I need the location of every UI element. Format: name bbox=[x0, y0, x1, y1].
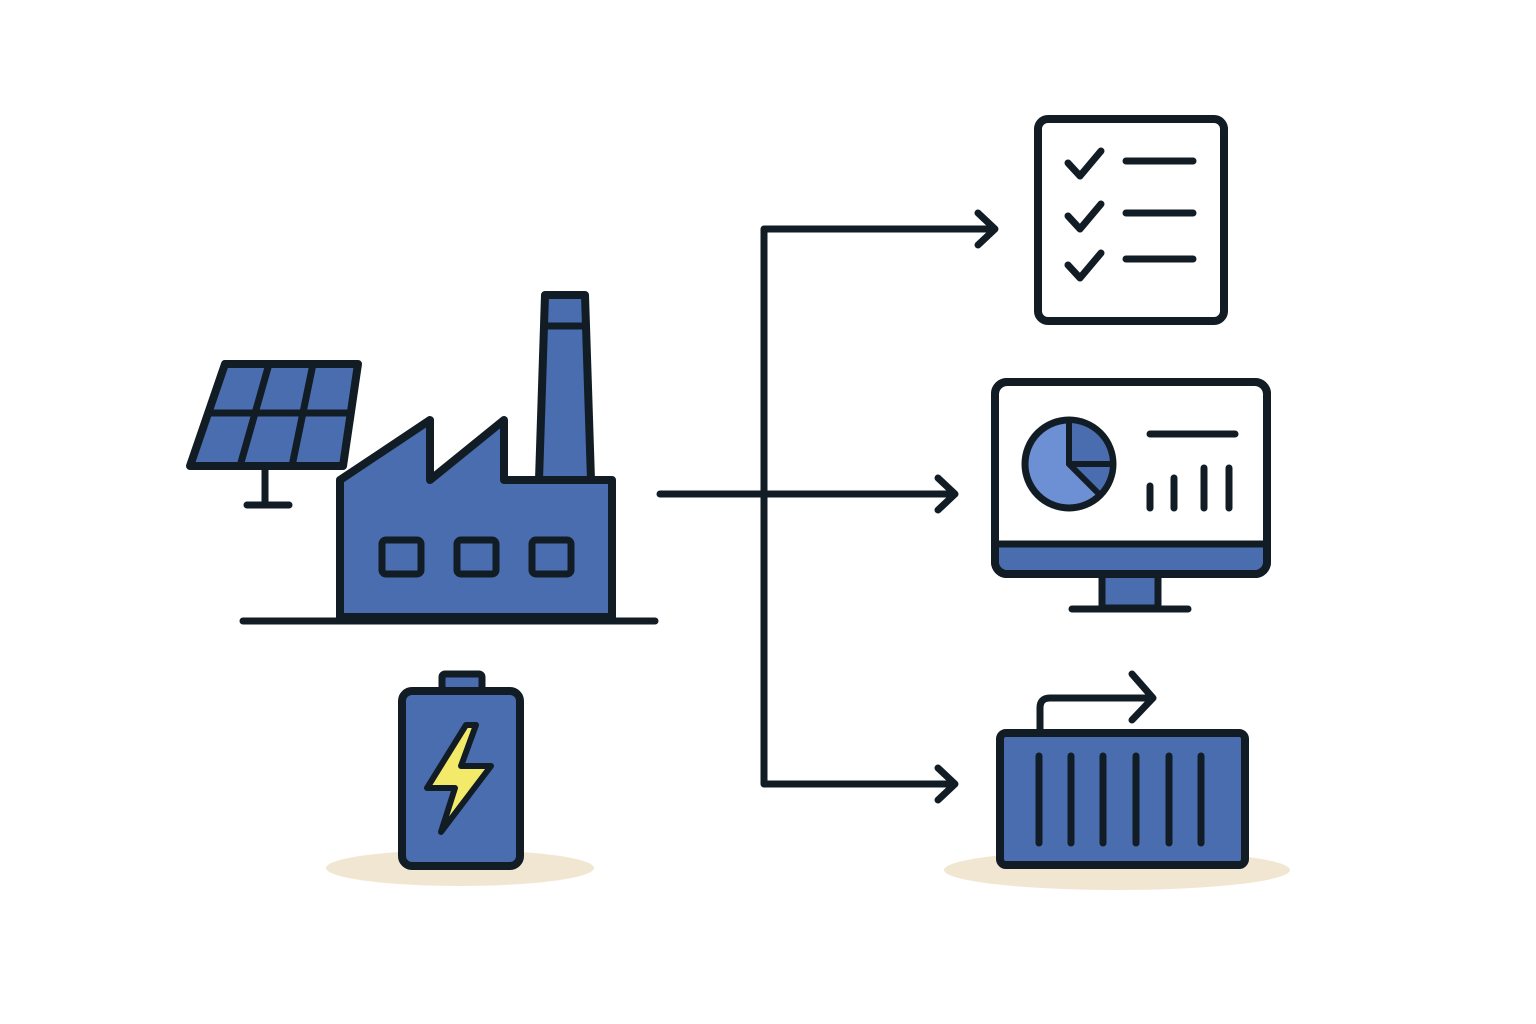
arrowhead bbox=[974, 209, 999, 249]
arrowhead bbox=[934, 764, 959, 804]
solar-panel-icon bbox=[186, 360, 362, 509]
checklist-icon bbox=[1034, 115, 1228, 325]
check-icon bbox=[1064, 200, 1105, 233]
shipping-container-icon bbox=[996, 670, 1249, 869]
factory-window bbox=[528, 536, 575, 578]
bar-chart-icon bbox=[1146, 464, 1233, 512]
check-icon bbox=[1064, 147, 1105, 180]
connector-arrows bbox=[656, 209, 999, 804]
factory-building bbox=[336, 416, 616, 621]
pie-chart-icon bbox=[1021, 416, 1117, 512]
factory-icon bbox=[239, 291, 659, 625]
battery-icon bbox=[398, 670, 524, 870]
monitor-dashboard-icon bbox=[991, 378, 1271, 613]
factory-window bbox=[453, 536, 500, 578]
check-icon bbox=[1064, 249, 1105, 282]
factory-window bbox=[378, 536, 425, 578]
export-arrow bbox=[1036, 694, 1152, 737]
arrowhead bbox=[1128, 670, 1157, 724]
arrow-line-branches bbox=[760, 225, 994, 788]
lightning-bolt bbox=[424, 722, 494, 835]
arrowhead bbox=[934, 474, 959, 514]
